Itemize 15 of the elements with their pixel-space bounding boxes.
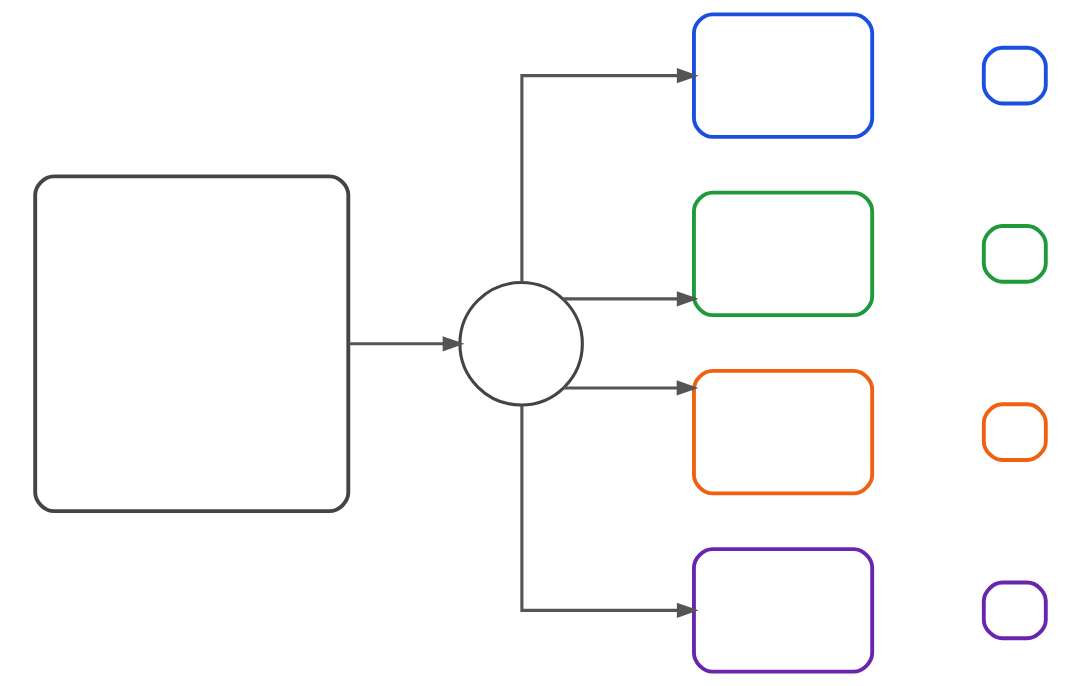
arrow [562,291,699,307]
arrow [519,405,699,618]
node-person [457,281,584,407]
arrow [519,68,699,283]
arrow [348,336,464,352]
node-robot [981,580,1048,641]
node-toolbox [691,12,874,139]
node-robot [981,402,1048,462]
arrow [563,380,698,396]
node-toolbox [691,190,874,318]
node-toolbox [32,174,350,514]
node-robot [981,224,1048,284]
node-toolbox [691,547,874,674]
node-toolbox [691,368,874,496]
node-robot [981,45,1048,106]
